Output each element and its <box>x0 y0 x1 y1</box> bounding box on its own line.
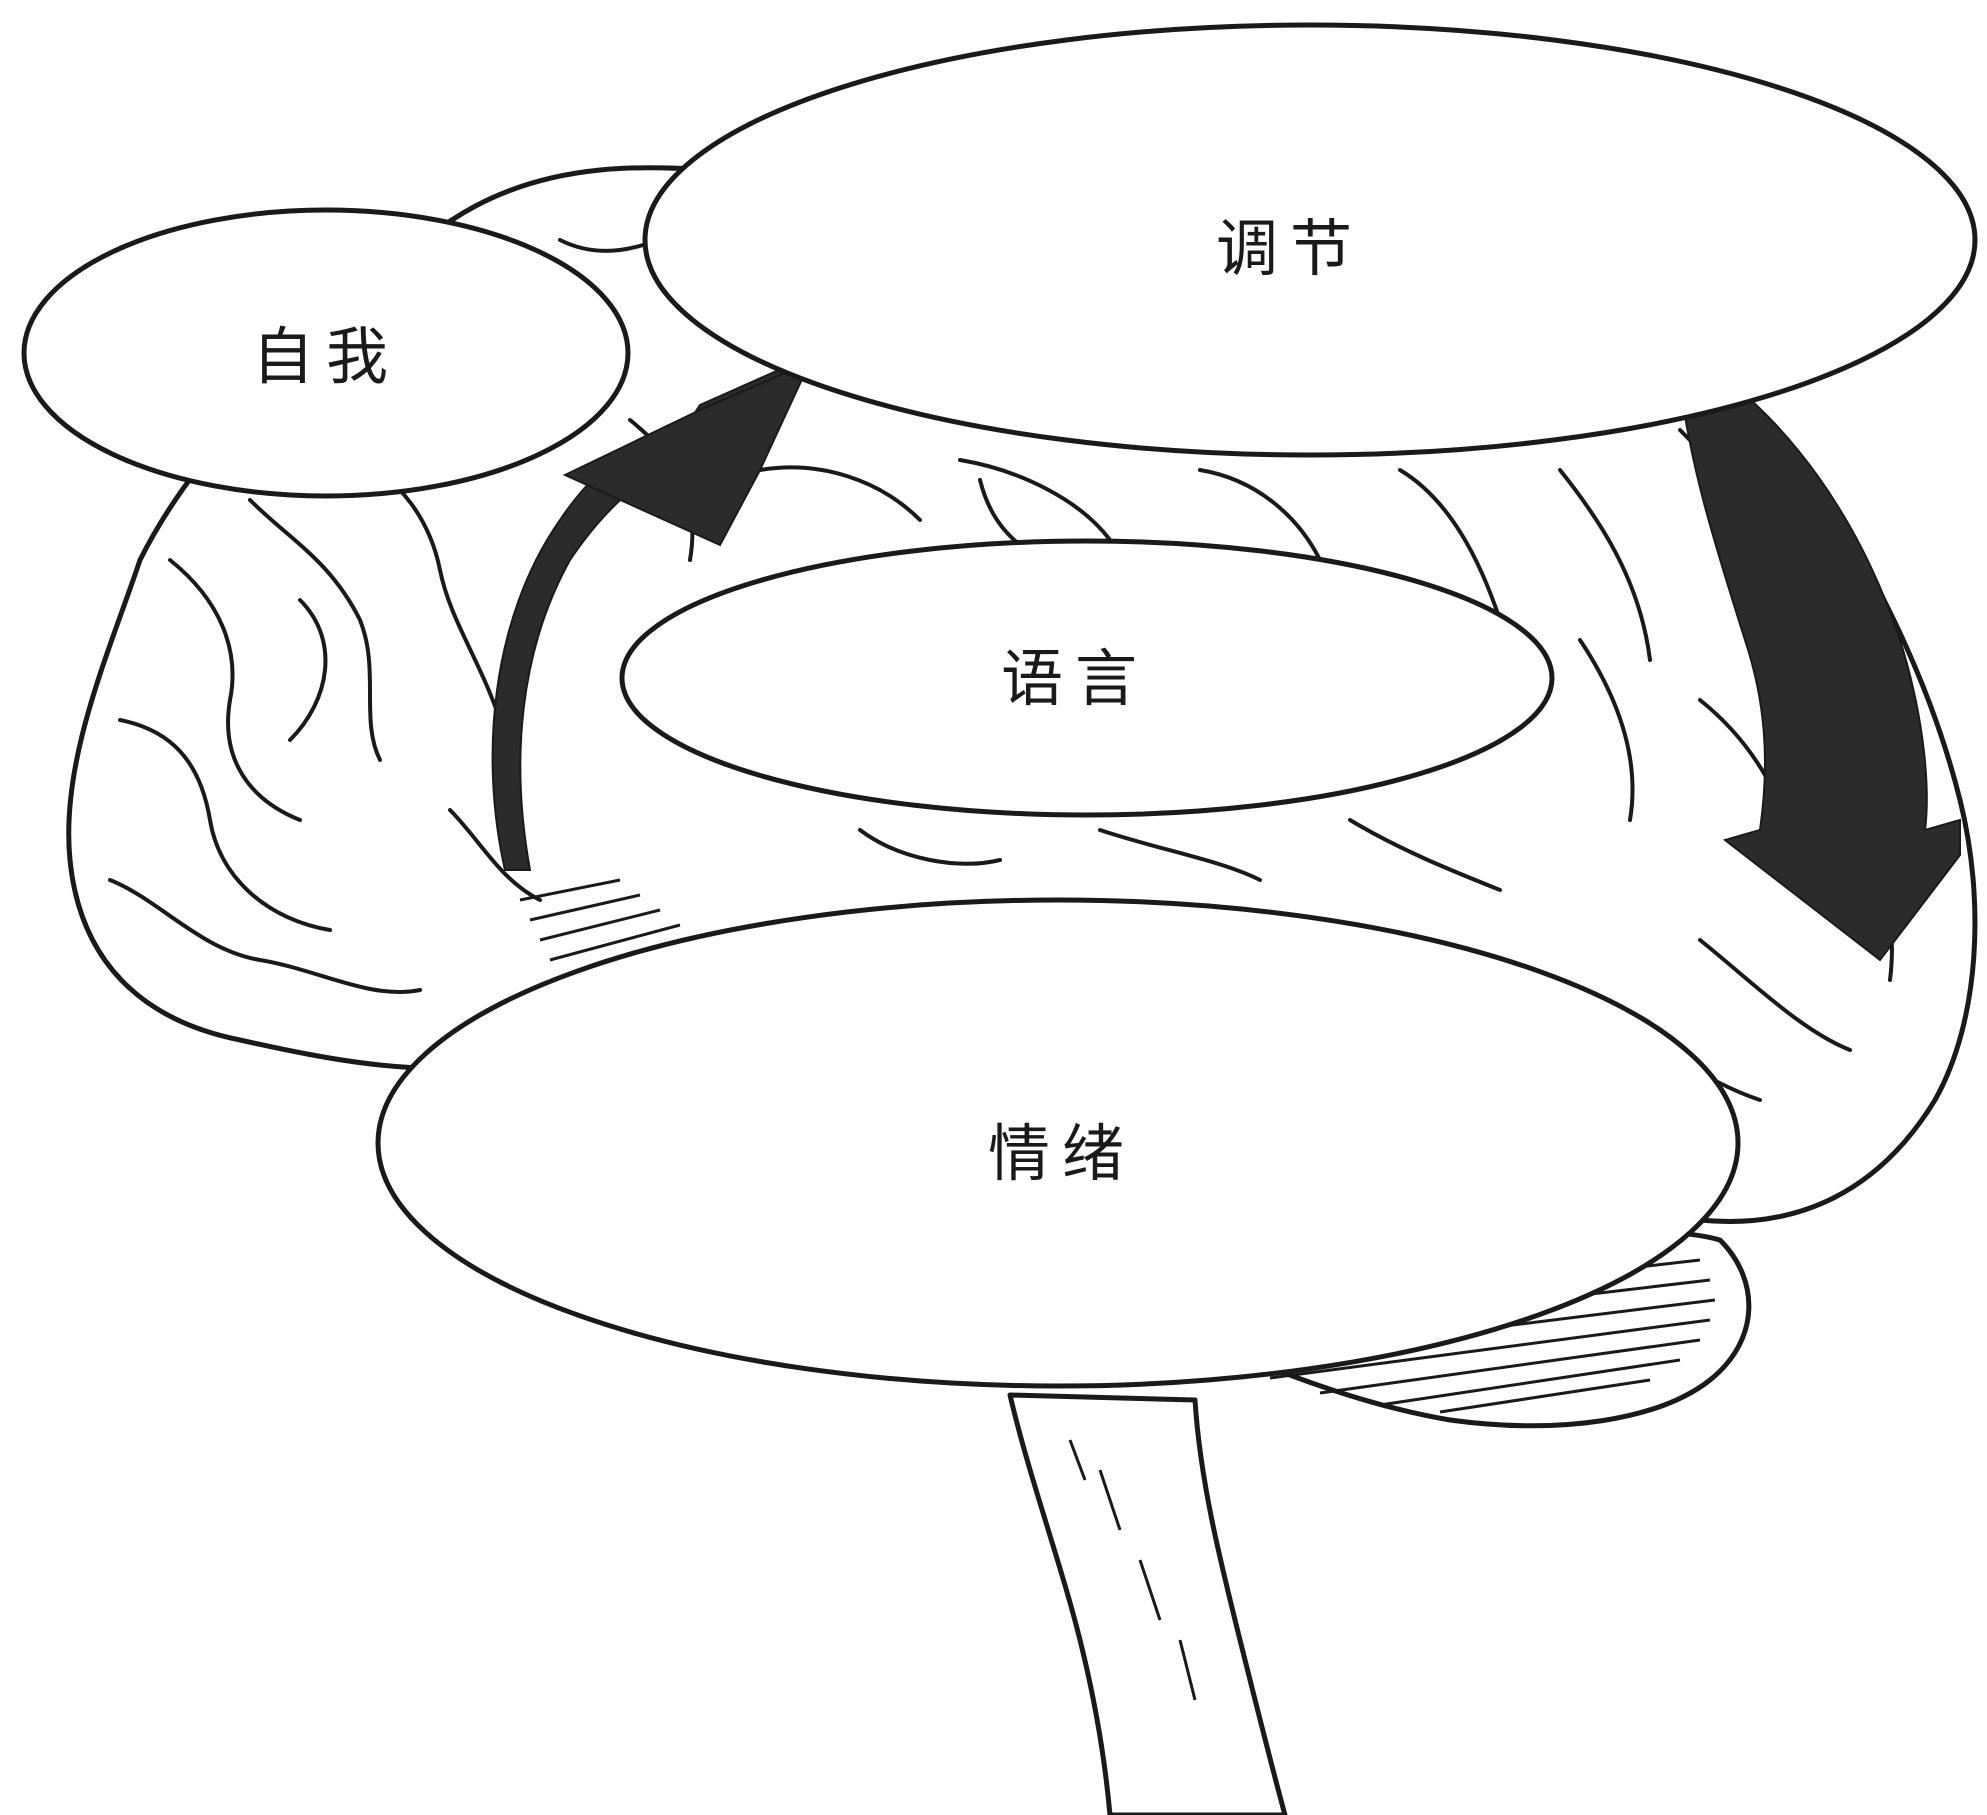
region-emotion: 情绪 <box>378 900 1738 1386</box>
region-self: 自我 <box>24 210 628 496</box>
region-self-label: 自我 <box>252 320 400 393</box>
region-language: 语言 <box>622 541 1552 815</box>
region-emotion-label: 情绪 <box>988 1117 1136 1190</box>
region-language-label: 语言 <box>1001 642 1149 715</box>
region-regulation: 调节 <box>645 25 1975 455</box>
brainstem-illustration <box>1010 1395 1285 1815</box>
region-regulation-label: 调节 <box>1216 212 1364 285</box>
